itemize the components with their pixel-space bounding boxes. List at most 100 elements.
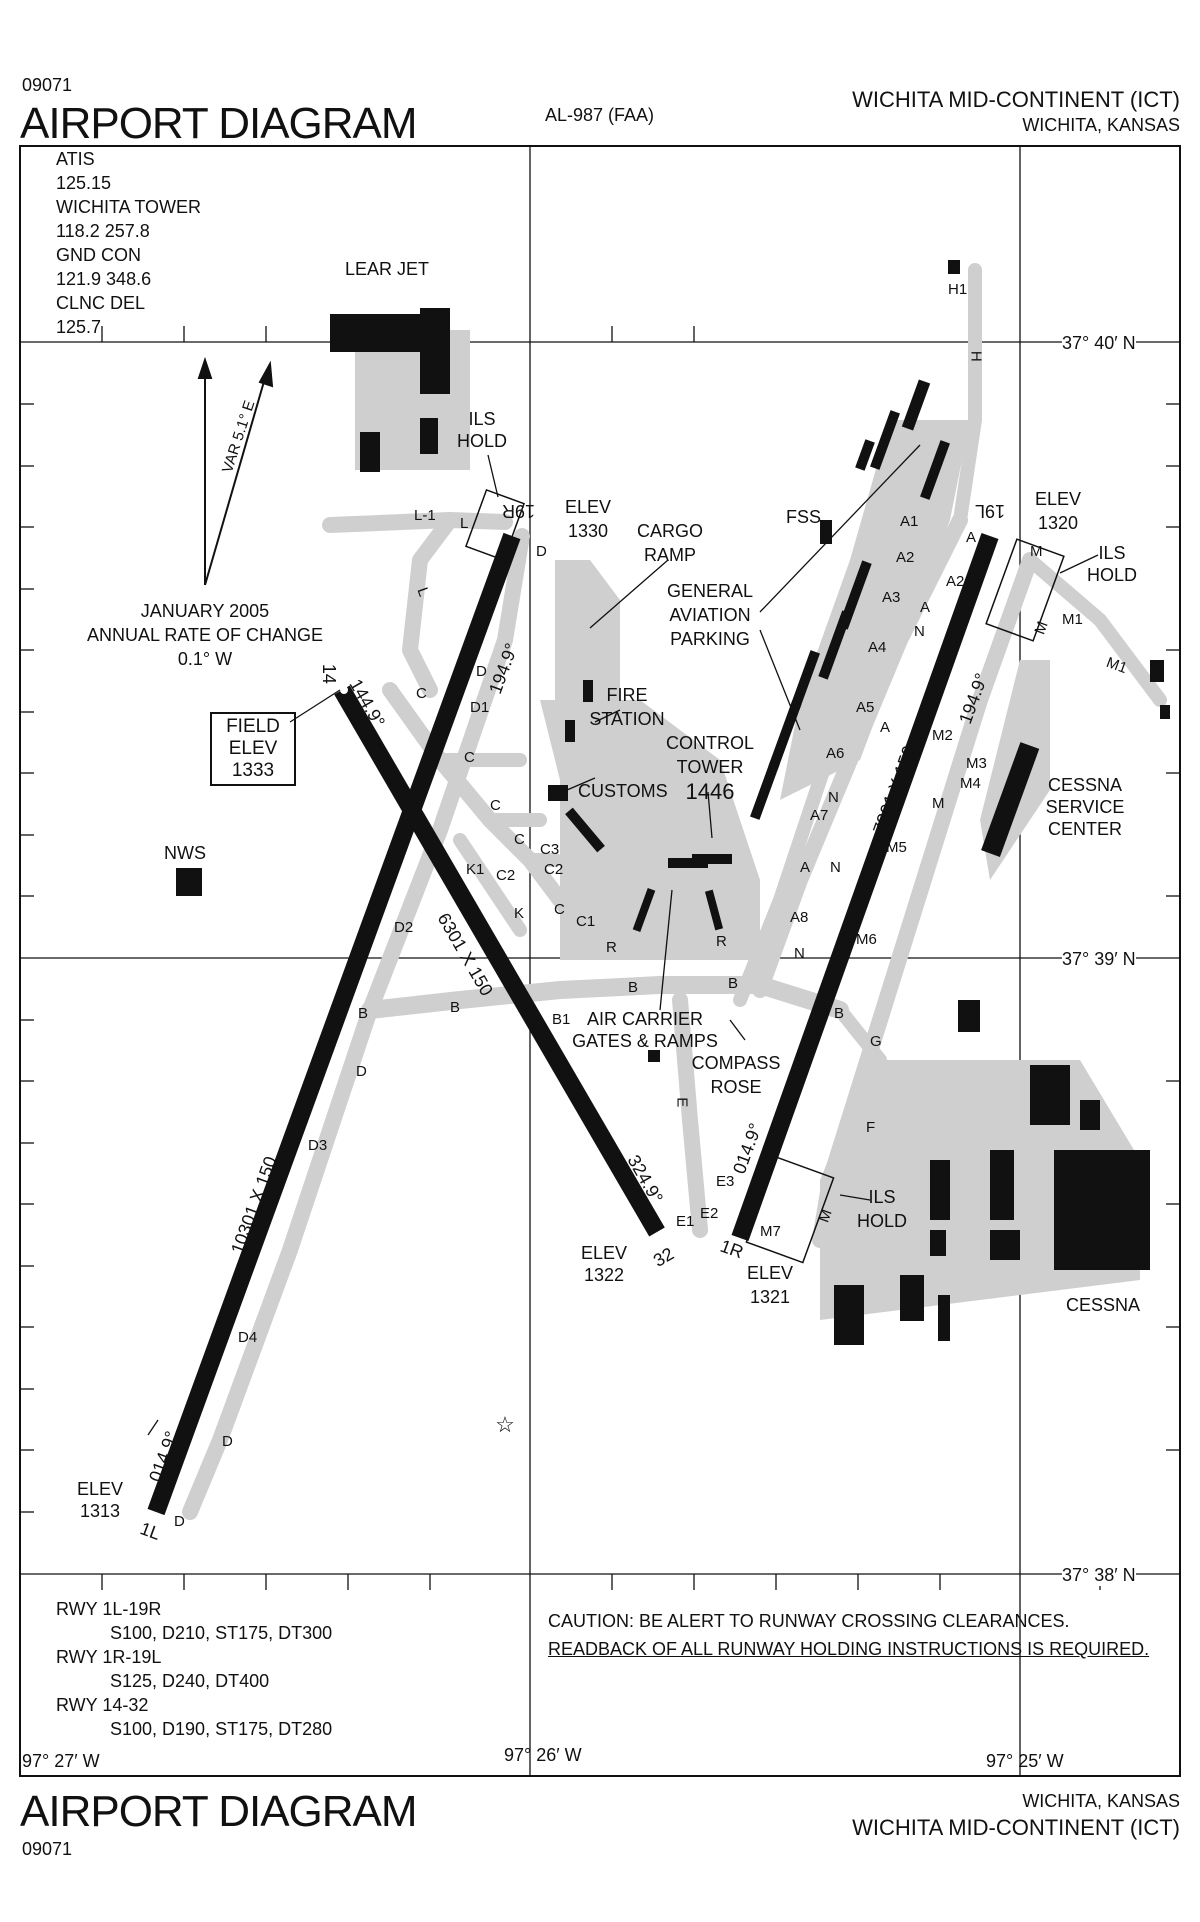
taxiway-label-a4: A4 xyxy=(868,639,887,656)
elev-1321-label: ELEV xyxy=(746,1263,794,1283)
taxiway-label-r-2: R xyxy=(716,933,727,950)
taxiway-e xyxy=(672,992,708,1238)
taxiway-label-m5: M5 xyxy=(886,839,907,856)
ils-hold-label-1: ILS xyxy=(468,409,496,429)
elev-1313-label: ELEV xyxy=(76,1479,124,1499)
elev-1322-value: 1322 xyxy=(583,1265,625,1285)
declination-rate-value: 0.1° W xyxy=(177,649,233,669)
taxiway-label-c3: C3 xyxy=(540,841,560,858)
airport-name: WICHITA MID-CONTINENT (ICT) xyxy=(852,87,1180,112)
taxiway-label-d3: D3 xyxy=(308,1137,328,1154)
compass-rose-label-2: ROSE xyxy=(710,1077,762,1097)
ils-hold-bottom-label-2: HOLD xyxy=(856,1211,907,1231)
lear-jet-building-2 xyxy=(420,308,450,394)
procedure-number: 09071 xyxy=(22,75,73,95)
taxiway-k xyxy=(453,833,527,937)
field-elev-value: 1333 xyxy=(231,759,275,781)
north-arrow-icon xyxy=(197,356,274,586)
air-carrier-ramp xyxy=(540,700,760,960)
taxiway-label-d-south: D xyxy=(356,1063,367,1080)
cargo-ramp-area xyxy=(555,560,620,760)
longitude-97-27: 97° 27′ W xyxy=(22,1751,100,1771)
control-tower-elevation: 1446 xyxy=(685,779,735,804)
nws-building xyxy=(176,868,202,896)
field-elev-line1: FIELD xyxy=(226,716,280,737)
latitude-37-40: 37° 40′ N xyxy=(1062,333,1136,354)
air-carrier-label-2: GATES & RAMPS xyxy=(572,1031,718,1051)
map-frame xyxy=(19,145,1181,1777)
freq-ground-value: 121.9 348.6 xyxy=(56,269,152,289)
customs-annex xyxy=(565,807,605,853)
ga-parking-area xyxy=(780,420,970,800)
fss-label: FSS xyxy=(786,507,822,527)
taxiway-label-d-lower: D xyxy=(222,1433,233,1450)
control-tower-label-1: CONTROL xyxy=(665,733,754,753)
east-buildings xyxy=(834,660,1170,1345)
chart-id: AL-987 (FAA) xyxy=(545,105,655,125)
taxiway-label-a3: A3 xyxy=(882,589,901,606)
taxiway-label-a6: A6 xyxy=(826,745,845,762)
longitude-97-26: 97° 26′ W xyxy=(504,1745,582,1765)
taxiway-label-k: K xyxy=(514,905,525,922)
taxiway-f xyxy=(864,1054,886,1186)
elev-1320-label: ELEV xyxy=(1034,489,1082,509)
rwy-data-14-32: RWY 14-32 xyxy=(56,1695,149,1715)
cessna-service-label-2: SERVICE xyxy=(1045,797,1125,817)
elev-1330-label: ELEV xyxy=(564,497,612,517)
taxiway-label-d-mid: D xyxy=(476,663,487,680)
elev-1322-label: ELEV xyxy=(580,1243,628,1263)
runway-end-19l: 19L xyxy=(975,500,1006,521)
fire-station-label-2: STATION xyxy=(589,709,665,729)
taxiway-label-a8: A8 xyxy=(790,909,809,926)
taxiway-label-c1: C1 xyxy=(576,913,596,930)
rwy-data-14-32-strength: S100, D190, ST175, DT280 xyxy=(110,1719,333,1739)
taxiway-label-c-2: C xyxy=(464,749,475,766)
ga-hangars xyxy=(750,379,950,820)
rwy-data-1r-19l: RWY 1R-19L xyxy=(56,1647,162,1667)
declination-date: JANUARY 2005 xyxy=(140,601,270,621)
lear-jet-building-3 xyxy=(360,432,380,472)
freq-tower-value: 118.2 257.8 xyxy=(56,221,150,241)
taxiway-label-m6: M6 xyxy=(856,931,877,948)
cessna-service-label-1: CESSNA xyxy=(1047,775,1123,795)
elev-1321-value: 1321 xyxy=(749,1287,791,1307)
rwy-data-1l-19r-strength: S100, D210, ST175, DT300 xyxy=(110,1623,333,1643)
page-title: AIRPORT DIAGRAM xyxy=(20,99,418,148)
compass-rose-marker xyxy=(648,1050,660,1062)
city-state: WICHITA, KANSAS xyxy=(1022,115,1180,135)
taxiway-label-b-far: B xyxy=(834,1005,845,1022)
taxiway-label-n-3: N xyxy=(794,945,805,962)
taxiway-label-a1: A1 xyxy=(900,513,919,530)
runway-14-32 xyxy=(334,685,665,1237)
taxiway-label-a5: A5 xyxy=(856,699,875,716)
taxiway-label-g: G xyxy=(870,1033,882,1050)
rwy-data-1l-19r: RWY 1L-19R xyxy=(56,1599,162,1619)
taxiway-label-e2: E2 xyxy=(700,1205,719,1222)
taxiway-c-links xyxy=(433,753,562,867)
runway-end-14: 14 xyxy=(318,663,339,684)
runways xyxy=(147,532,999,1516)
taxiway-label-m1-a: M1 xyxy=(1062,611,1083,628)
ga-parking-label-3: PARKING xyxy=(670,629,750,649)
taxiway-m1 xyxy=(1023,553,1167,707)
declination-rate-label: ANNUAL RATE OF CHANGE xyxy=(86,625,324,645)
taxiway-label-l-north: L xyxy=(460,515,469,532)
obstruction-star-icon: ☆ xyxy=(495,1412,515,1437)
taxiway-label-b1: B1 xyxy=(552,1011,571,1028)
taxiway-label-d4: D4 xyxy=(238,1329,258,1346)
ils-hold-bottom-label-1: ILS xyxy=(868,1187,896,1207)
fss-building xyxy=(820,520,832,544)
taxiway-label-a-north: A xyxy=(966,529,977,546)
cargo-ramp-label-2: RAMP xyxy=(643,545,696,565)
cargo-ramp-label-1: CARGO xyxy=(636,521,703,541)
elev-1320-value: 1320 xyxy=(1037,513,1079,533)
runway-1l-19r xyxy=(147,532,521,1516)
customs-building xyxy=(548,785,568,801)
compass-rose-label-1: COMPASS xyxy=(691,1053,781,1073)
taxiway-label-k1: K1 xyxy=(466,861,485,878)
h1-building xyxy=(948,260,960,274)
taxiway-label-b-mid: B xyxy=(450,999,461,1016)
taxiway-label-e: E xyxy=(673,1097,691,1108)
freq-clearance-label: CLNC DEL xyxy=(56,293,146,313)
